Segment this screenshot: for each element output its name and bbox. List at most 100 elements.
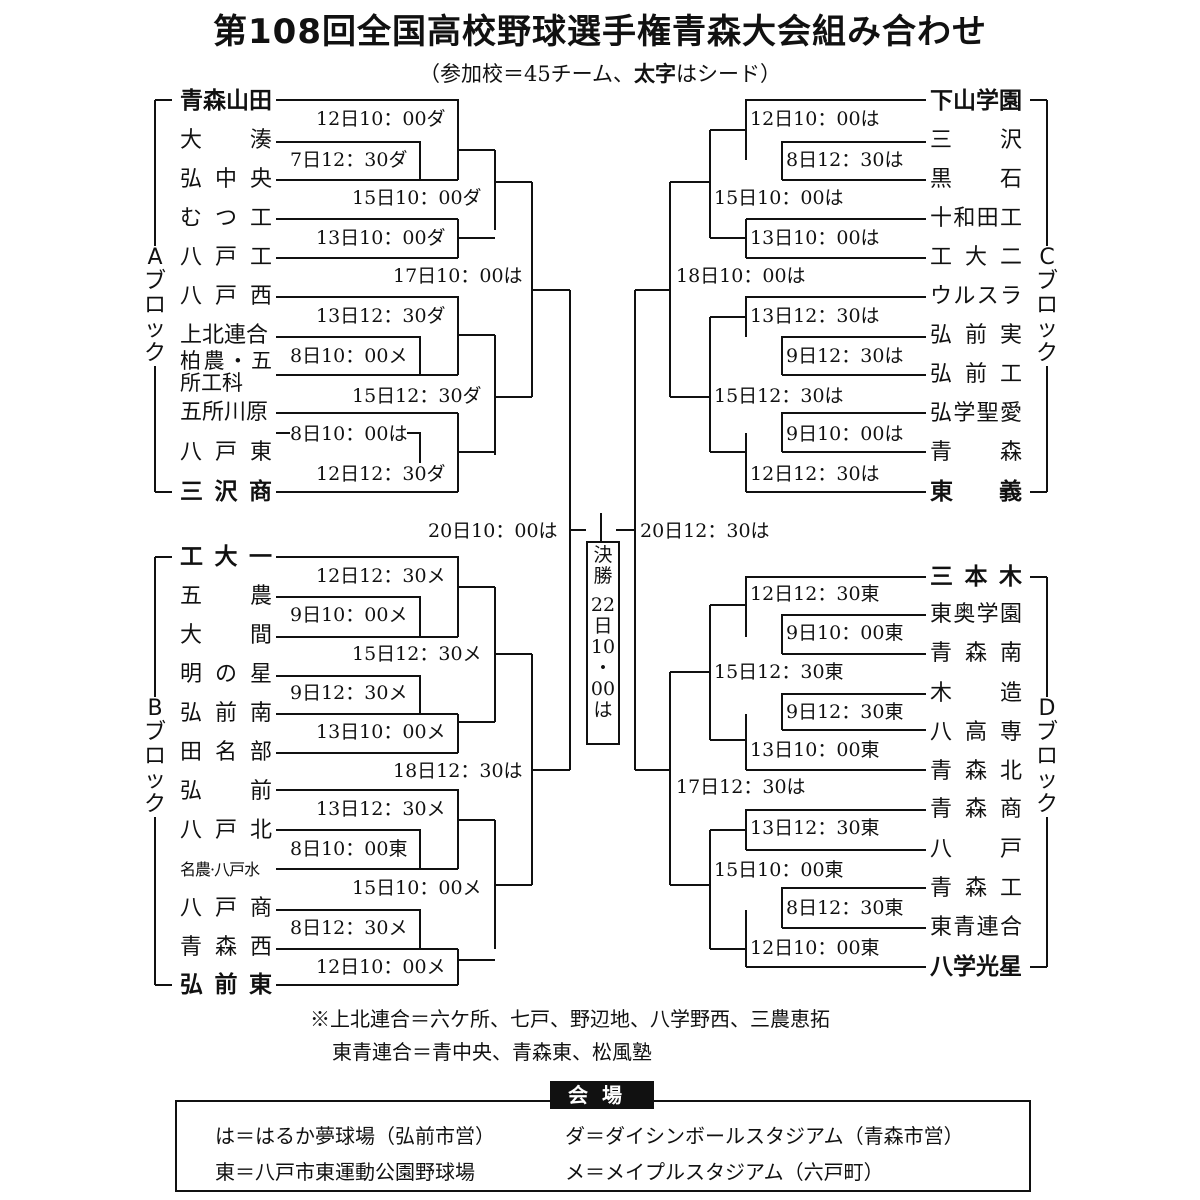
team-entry: 三 沢 bbox=[930, 128, 1022, 153]
final-label-1: 決 bbox=[593, 544, 613, 566]
team-entry: 五 農 bbox=[180, 584, 272, 609]
match-label: 9日12：30メ bbox=[290, 682, 408, 704]
match-label: 13日10：00は bbox=[750, 227, 880, 249]
team-entry: 弘学聖愛 bbox=[930, 401, 1022, 426]
team-entry: 三本木 bbox=[930, 564, 1022, 590]
final-date-part: 10 bbox=[590, 636, 616, 658]
match-label: 18日12：30は bbox=[393, 760, 523, 782]
final-box: 決 勝 22 日 10 ・ 00 は bbox=[586, 541, 620, 745]
final-date-part: 22 bbox=[590, 594, 616, 616]
match-label: 8日10：00東 bbox=[290, 838, 408, 860]
match-label: 15日12：30ダ bbox=[352, 385, 482, 407]
team-entry: 弘中央 bbox=[180, 167, 272, 192]
team-entry: 明の星 bbox=[180, 662, 272, 687]
match-label: 13日12：30ダ bbox=[316, 305, 446, 327]
match-label: 15日10：00東 bbox=[714, 859, 844, 881]
team-entry: 弘 前 bbox=[180, 779, 272, 804]
match-label: 12日10：00は bbox=[750, 108, 880, 130]
match-label: 8日12：30メ bbox=[290, 917, 408, 939]
team-entry: 三沢商 bbox=[180, 479, 272, 505]
team-entry: 黒 石 bbox=[930, 167, 1022, 192]
match-label: 12日12：30メ bbox=[316, 565, 446, 587]
match-label: 12日12：30は bbox=[750, 463, 880, 485]
match-label: 15日12：30は bbox=[714, 385, 844, 407]
team-entry: 東 義 bbox=[930, 479, 1022, 505]
match-label: 13日12：30は bbox=[750, 305, 880, 327]
team-entry: 名農·八戸水 bbox=[180, 860, 260, 879]
note-line: 東青連合＝青中央、青森東、松風塾 bbox=[332, 1040, 652, 1064]
match-label: 7日12：30ダ bbox=[290, 149, 408, 171]
match-label: 9日10：00は bbox=[786, 423, 904, 445]
match-label: 13日10：00ダ bbox=[316, 227, 446, 249]
page-title: 第108回全国高校野球選手権青森大会組み合わせ bbox=[213, 12, 987, 52]
team-entry: 青森南 bbox=[930, 641, 1022, 666]
note-line: ※上北連合＝六ケ所、七戸、野辺地、八学野西、三農恵拓 bbox=[310, 1007, 830, 1031]
match-label: 12日10：00東 bbox=[750, 937, 880, 959]
team-entry: 工大二 bbox=[930, 245, 1022, 270]
match-label: 15日12：30東 bbox=[714, 661, 844, 683]
venue-item: ダ＝ダイシンボールスタジアム（青森市営） bbox=[565, 1124, 964, 1148]
team-entry: 柏農・五所工科 bbox=[180, 349, 272, 395]
notes: ※上北連合＝六ケ所、七戸、野辺地、八学野西、三農恵拓 東青連合＝青中央、青森東、… bbox=[310, 1003, 830, 1069]
team-entry: 青森北 bbox=[930, 759, 1022, 784]
team-entry: 五所川原 bbox=[180, 400, 269, 425]
team-entry: 東奥学園 bbox=[930, 602, 1022, 627]
match-label: 9日12：30は bbox=[786, 345, 904, 367]
team-entry: 東青連合 bbox=[930, 915, 1022, 940]
match-label: 12日10：00ダ bbox=[316, 108, 446, 130]
team-entry: 弘前実 bbox=[930, 323, 1022, 348]
match-label: 8日12：30は bbox=[786, 149, 904, 171]
venue-item: メ＝メイプルスタジアム（六戸町） bbox=[565, 1160, 884, 1184]
team-entry: 弘前東 bbox=[180, 972, 272, 998]
venue-item: 東＝八戸市東運動公園野球場 bbox=[215, 1160, 475, 1184]
team-entry: 青 森 bbox=[930, 440, 1022, 465]
team-entry: 大 湊 bbox=[180, 128, 272, 153]
team-entry: 上北連合 bbox=[180, 323, 269, 348]
team-entry: むつ工 bbox=[180, 206, 272, 231]
team-entry: 八戸西 bbox=[180, 284, 272, 309]
match-label: 15日10：00ダ bbox=[352, 187, 482, 209]
team-entry: 田名部 bbox=[180, 740, 272, 765]
match-label: 15日10：00メ bbox=[352, 877, 482, 899]
venue-item: は＝はるか夢球場（弘前市営） bbox=[215, 1124, 495, 1148]
match-label: 9日10：00東 bbox=[786, 622, 904, 644]
subtitle-post: はシード） bbox=[676, 62, 782, 86]
venue-box: は＝はるか夢球場（弘前市営） ダ＝ダイシンボールスタジアム（青森市営） 東＝八戸… bbox=[175, 1100, 1031, 1192]
team-entry: 青森工 bbox=[930, 876, 1022, 901]
match-label: 12日10：00メ bbox=[316, 956, 446, 978]
match-label: 13日10：00メ bbox=[316, 721, 446, 743]
team-entry: 八戸北 bbox=[180, 818, 272, 843]
team-entry: 八戸東 bbox=[180, 440, 272, 465]
team-entry: 弘前南 bbox=[180, 701, 272, 726]
semifinal-right-label: 20日12：30は bbox=[640, 520, 770, 542]
match-label: 8日12：30東 bbox=[786, 897, 904, 919]
subtitle: （参加校＝45チーム、太字はシード） bbox=[0, 58, 1200, 88]
final-date-part: は bbox=[593, 699, 613, 721]
match-label: 15日10：00は bbox=[714, 187, 844, 209]
match-label: 9日10：00メ bbox=[290, 604, 408, 626]
match-label: 13日10：00東 bbox=[750, 739, 880, 761]
team-entry: 十和田工 bbox=[930, 206, 1022, 231]
match-label: 12日12：30ダ bbox=[316, 463, 446, 485]
team-entry: 木 造 bbox=[930, 681, 1022, 706]
final-date-part: 日 bbox=[593, 615, 613, 637]
final-date-part: ・ bbox=[593, 657, 613, 679]
match-label: 18日10：00は bbox=[676, 265, 806, 287]
team-entry: 八学光星 bbox=[930, 954, 1022, 980]
final-label-2: 勝 bbox=[593, 565, 613, 587]
team-entry: 工大一 bbox=[180, 544, 272, 570]
match-label: 9日12：30東 bbox=[786, 701, 904, 723]
team-entry: 八戸工 bbox=[180, 245, 272, 270]
match-label: 13日12：30東 bbox=[750, 817, 880, 839]
venue-heading: 会場 bbox=[550, 1081, 654, 1109]
team-entry: ウルスラ bbox=[930, 284, 1022, 309]
team-entry: 青森商 bbox=[930, 797, 1022, 822]
match-label: 17日10：00は bbox=[393, 265, 523, 287]
subtitle-pre: （参加校＝45チーム、 bbox=[418, 62, 635, 86]
team-entry: 弘前工 bbox=[930, 362, 1022, 387]
match-label: 8日10：00メ bbox=[290, 345, 408, 367]
